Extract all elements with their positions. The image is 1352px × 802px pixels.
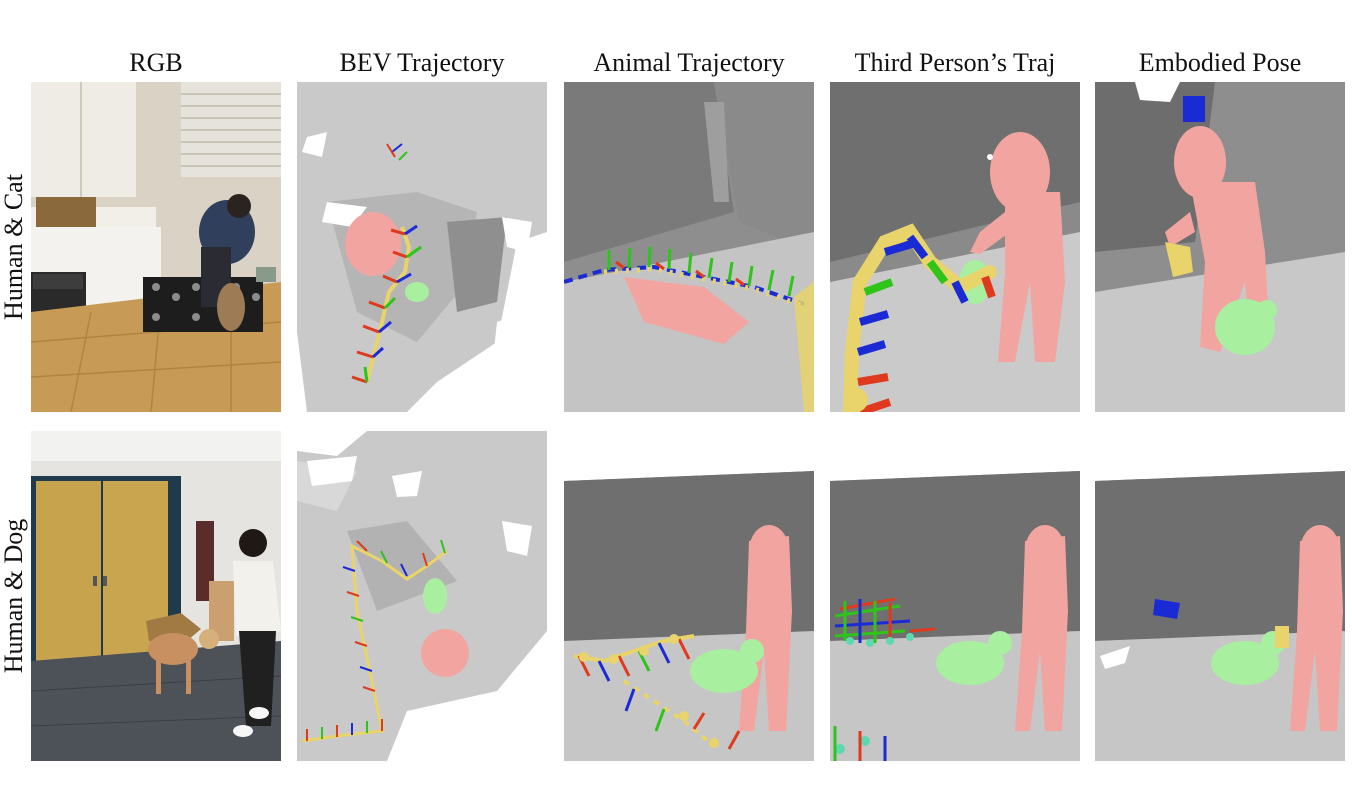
- embodied-pose-human-cat: [1095, 82, 1345, 412]
- embodied-pose-human-dog: [1095, 431, 1345, 761]
- column-header-third-person-traj: Third Person’s Traj: [854, 48, 1056, 77]
- rgb-office-scene: [31, 431, 281, 761]
- third-person-trajectory-human-dog: [830, 431, 1080, 761]
- animal-trajectory-human-dog: [564, 431, 814, 761]
- animal-trajectory-human-cat: [564, 82, 814, 412]
- rgb-kitchen-scene: [31, 82, 281, 412]
- bev-trajectory-human-cat: [297, 82, 547, 412]
- rgb-photo-human-cat: [31, 82, 281, 412]
- row-label-human-cat: Human & Cat: [0, 174, 28, 320]
- bev-trajectory-human-dog: [297, 431, 547, 761]
- column-header-rgb: RGB: [129, 48, 183, 77]
- embodied-pose-scene: [1095, 82, 1345, 412]
- column-header-bev-trajectory: BEV Trajectory: [339, 48, 505, 77]
- rgb-photo-human-dog: [31, 431, 281, 761]
- row-label-human-dog: Human & Dog: [0, 518, 28, 674]
- bev-scene: [297, 431, 547, 761]
- third-person-scene: [830, 82, 1080, 412]
- column-header-embodied-pose: Embodied Pose: [1138, 48, 1302, 77]
- third-person-scene: [830, 431, 1080, 761]
- bev-scene: [297, 82, 547, 412]
- animal-trajectory-scene: [564, 82, 814, 412]
- animal-trajectory-scene: [564, 431, 814, 761]
- third-person-trajectory-human-cat: [830, 82, 1080, 412]
- embodied-pose-scene: [1095, 431, 1345, 761]
- column-header-animal-trajectory: Animal Trajectory: [593, 48, 785, 77]
